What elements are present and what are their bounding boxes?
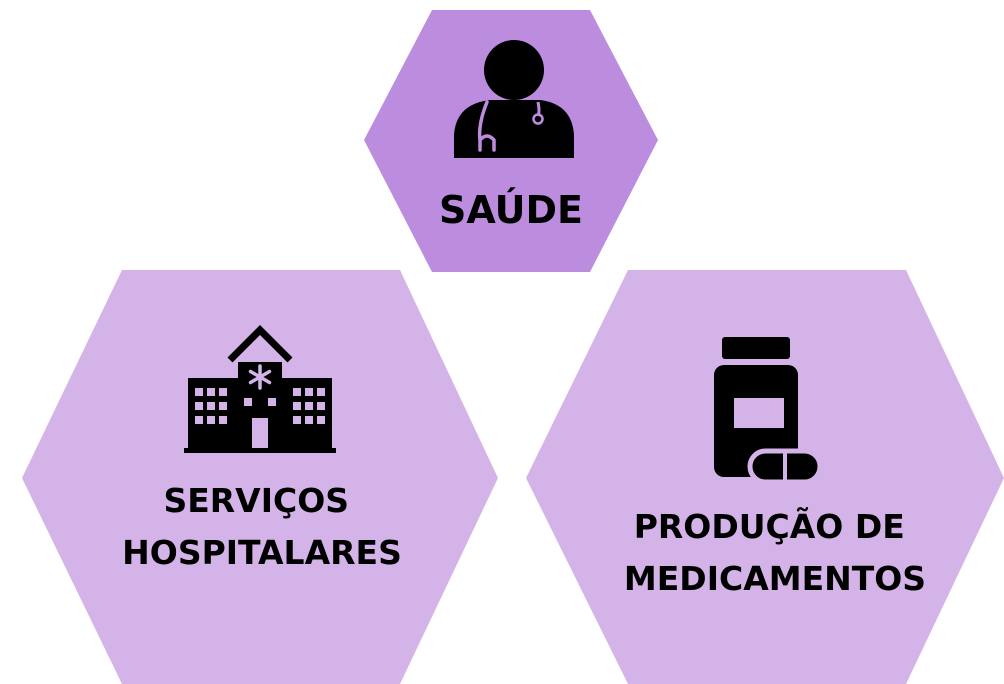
hospital-icon	[184, 325, 336, 453]
medicine-bottle-icon	[714, 337, 823, 485]
label-servicos-hospitalares-line-2: HOSPITALARES	[122, 533, 402, 572]
node-producao-de-medicamentos: PRODUÇÃO DE MEDICAMENTOS	[526, 270, 1004, 684]
label-saude: SAÚDE	[439, 188, 583, 232]
label-servicos-hospitalares-line-1: SERVIÇOS	[163, 481, 349, 520]
hexagon-servicos-hospitalares	[22, 270, 498, 684]
label-producao-de-medicamentos: PRODUÇÃO DE MEDICAMENTOS	[624, 506, 926, 598]
node-saude: SAÚDE	[364, 10, 658, 272]
label-saude-line-1: SAÚDE	[439, 188, 583, 232]
node-servicos-hospitalares: SERVIÇOS HOSPITALARES	[22, 270, 498, 684]
doctor-icon	[454, 40, 574, 158]
label-servicos-hospitalares: SERVIÇOS HOSPITALARES	[122, 481, 402, 572]
label-producao-de-medicamentos-line-1: PRODUÇÃO DE	[634, 506, 905, 546]
label-producao-de-medicamentos-line-2: MEDICAMENTOS	[624, 559, 926, 598]
